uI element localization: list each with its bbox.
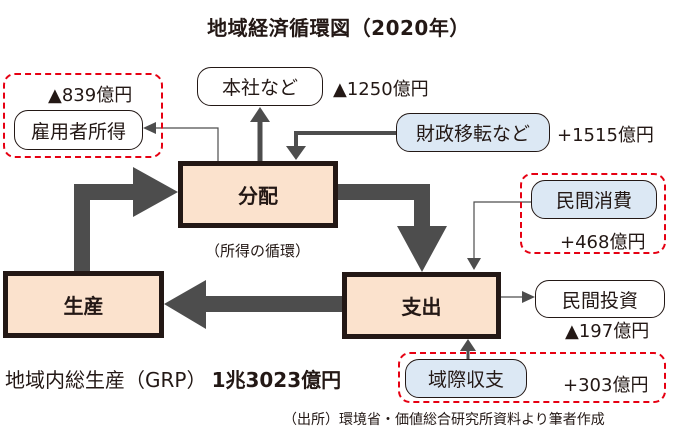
highlight-box-employee-income (3, 73, 163, 158)
arrowhead (286, 146, 306, 160)
arrowhead (467, 258, 481, 270)
employee-income-pill: 雇用者所得 (14, 110, 143, 150)
private-consumption-value: +468億円 (560, 232, 646, 253)
diagram-title: 地域経済循環図（2020年） (207, 16, 470, 40)
arrowhead (143, 122, 156, 134)
node-production-label: 生産 (63, 294, 104, 318)
private-consumption-pill: 民間消費 (531, 180, 657, 219)
node-production: 生産 (3, 271, 164, 338)
headquarters-pill: 本社など (197, 67, 323, 106)
headquarters-value: ▲1250億円 (333, 79, 429, 100)
interregional-balance-pill: 域際収支 (405, 359, 527, 398)
arrow-distribution-to-expenditure (337, 184, 447, 272)
arrow-from-fiscal-transfer (294, 131, 396, 148)
node-distribution: 分配 (178, 161, 338, 228)
arrow-from-private-consumption (473, 201, 531, 260)
grp-summary: 地域内総生産（GRP） 1兆3023億円 (5, 364, 341, 393)
highlight-box-private-consumption (520, 173, 666, 254)
arrow-production-to-distribution (74, 167, 178, 271)
private-investment-pill: 民間投資 (535, 280, 665, 318)
arrow-expenditure-to-production (164, 280, 342, 329)
fiscal-transfer-value: +1515億円 (557, 125, 654, 146)
arrowhead (522, 291, 535, 303)
interregional-balance-value: +303億円 (563, 375, 649, 396)
employee-income-value: ▲839億円 (48, 85, 133, 106)
highlight-box-interregional-balance (398, 352, 666, 403)
arrowhead (460, 339, 476, 351)
distribution-caption: （所得の循環） (205, 242, 311, 260)
node-expenditure: 支出 (342, 272, 501, 339)
arrow-to-employee-income (156, 127, 219, 161)
node-distribution-label: 分配 (238, 184, 278, 208)
source-note: （出所）環境省・価値総合研究所資料より筆者作成 (283, 412, 605, 428)
private-investment-value: ▲197億円 (565, 321, 650, 342)
fiscal-transfer-pill: 財政移転など (396, 113, 550, 152)
arrowhead (250, 107, 270, 122)
node-expenditure-label: 支出 (401, 295, 442, 319)
grp-value: 1兆3023億円 (211, 368, 342, 392)
grp-label: 地域内総生産（GRP） (5, 368, 207, 392)
